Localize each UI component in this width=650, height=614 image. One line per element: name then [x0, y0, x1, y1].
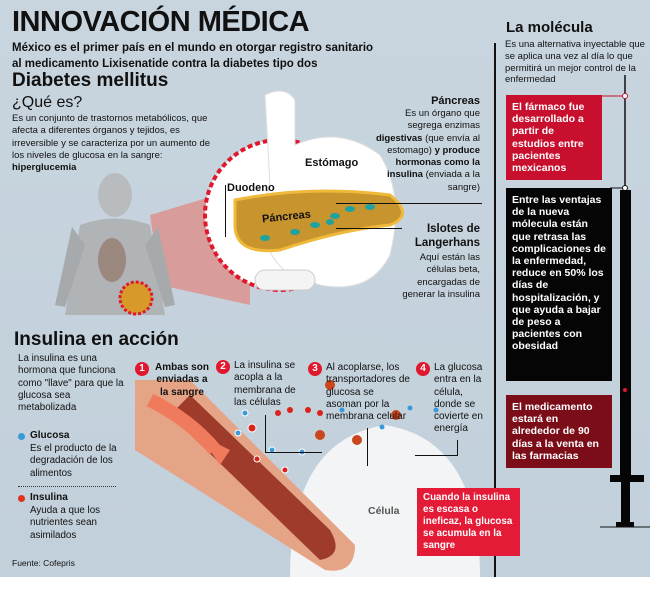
glucose-text: Es el producto de la degradación de los …	[30, 443, 117, 479]
divider-line	[494, 43, 496, 577]
leader-line	[265, 415, 266, 452]
step-4: 4 La glucosa entra en la célula, donde se…	[416, 362, 489, 436]
glucose-icon	[18, 433, 25, 440]
step-3: 3 Al acoplarse, los transportadores de gl…	[308, 362, 411, 423]
step-text: La glucosa entra en la célula, donde se …	[434, 362, 483, 435]
islets-heading: Islotes de Langerhans	[414, 223, 480, 249]
text: digestivas	[375, 132, 423, 144]
text: y produce hormonas como la insulina	[387, 144, 480, 181]
islets-text: Aquí están las células beta, encargadas …	[402, 252, 480, 300]
molecule-text: Es una alternativa inyectable que se apl…	[505, 39, 645, 86]
step-text: Al acoplarse, los transportadores de glu…	[326, 362, 410, 423]
diabetes-highlight: hiperglucemia	[12, 162, 77, 174]
step-number-badge: 2	[216, 360, 230, 374]
warning-box: Cuando la insulina es escasa o ineficaz,…	[417, 488, 520, 556]
subtitle-line: al medicamento Lixisenatide contra la di…	[12, 58, 318, 70]
diabetes-desc: Es un conjunto de trastornos metabólicos…	[12, 113, 211, 161]
step-1: 1 Ambas son enviadas a la sangre	[135, 362, 211, 399]
fact-box-3: El medicamento estará en alrededor de 90…	[506, 395, 612, 469]
pancreas-info-text: Es un órgano que segrega enzimas digesti…	[375, 108, 480, 194]
glucose-label: Glucosa	[30, 430, 70, 441]
leader-line	[415, 455, 458, 456]
step-text: Ambas son enviadas a la sangre	[155, 362, 209, 398]
cell-label: Célula	[368, 505, 400, 517]
page-title: INNOVACIÓN MÉDICA	[12, 6, 310, 38]
leader-line	[336, 203, 482, 204]
leader-line	[457, 440, 458, 456]
syringe-illustration	[600, 75, 650, 528]
fact-box-2: Entre las ventajas de la nueva mólecula …	[506, 188, 612, 381]
insulin-heading: Insulina en acción	[14, 329, 179, 350]
leader-line	[367, 428, 368, 466]
step-number-badge: 4	[416, 362, 430, 376]
text: (que envía al estomago)	[387, 132, 480, 156]
diabetes-text: Es un conjunto de trastornos metabólicos…	[12, 113, 217, 174]
insulin-icon	[18, 495, 25, 502]
insulin-label: Insulina	[30, 492, 68, 503]
insulin-text: Ayuda a que los nutrientes sean asimilad…	[30, 505, 101, 541]
legend-divider	[18, 486, 116, 487]
text: (enviada a la sangre)	[425, 169, 480, 193]
source: Fuente: Cofepris	[12, 558, 75, 568]
step-2: 2 La insulina se acopla a la membrana de …	[216, 360, 304, 409]
fact-box-1: El fármaco fue desarrollado a partir de …	[506, 95, 602, 181]
step-number-badge: 3	[308, 362, 322, 376]
text: Es un órgano que segrega enzimas	[404, 108, 480, 132]
diabetes-heading: Diabetes mellitus	[12, 70, 169, 91]
insulin-intro: La insulina es una hormona que funciona …	[18, 353, 124, 414]
duodenum-label: Duodeno	[227, 182, 275, 194]
question-heading: ¿Qué es?	[12, 94, 83, 111]
step-text: La insulina se acopla a la membrana de l…	[234, 360, 296, 408]
subtitle-line: México es el primer país en el mundo en …	[12, 42, 374, 54]
subtitle: México es el primer país en el mundo en …	[12, 40, 373, 72]
leader-line	[336, 228, 402, 229]
step-number-badge: 1	[135, 362, 149, 376]
leader-line	[265, 452, 322, 453]
stomach-pancreas-illustration	[203, 90, 404, 292]
molecule-heading: La molécula	[506, 19, 593, 36]
pancreas-info-heading: Páncreas	[431, 95, 480, 107]
leader-line	[225, 185, 226, 237]
stomach-label: Estómago	[305, 157, 359, 169]
